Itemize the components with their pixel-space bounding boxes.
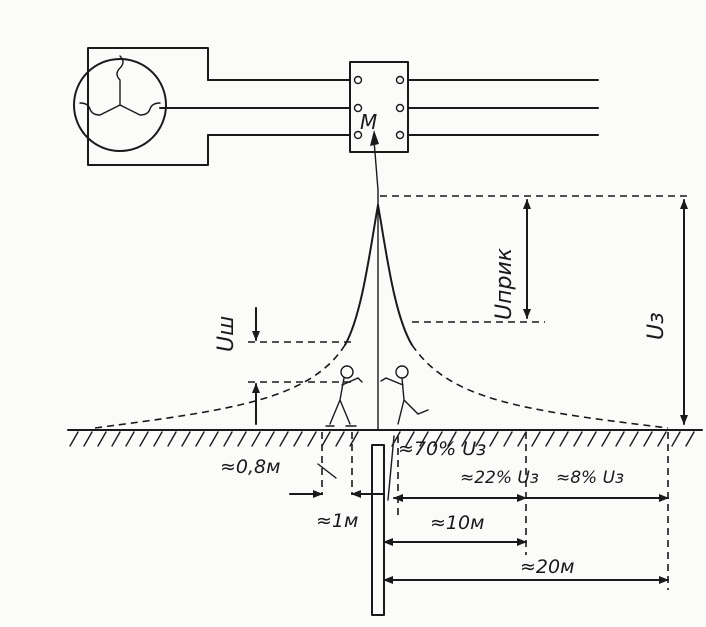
- ground-hatch-mark: [293, 431, 303, 447]
- ground-hatch-mark: [405, 431, 415, 447]
- ground-hatch: [69, 431, 695, 447]
- ground-hatch-mark: [349, 431, 359, 447]
- fault-arrow: [370, 130, 379, 146]
- ground-hatch-mark: [279, 431, 289, 447]
- ground-hatch-mark: [419, 431, 429, 447]
- share-1m-label: ≈70% Uз: [398, 438, 487, 460]
- ground-hatch-mark: [475, 431, 485, 447]
- ground-hatch-mark: [643, 431, 653, 447]
- ground-hatch-mark: [265, 431, 275, 447]
- step-distance-label: ≈0,8м: [220, 456, 281, 478]
- terminal-box: [349, 61, 409, 153]
- ground-hatch-mark: [489, 431, 499, 447]
- ground-hatch-mark: [657, 431, 667, 447]
- ground-hatch-mark: [153, 431, 163, 447]
- ground-hatch-mark: [321, 431, 331, 447]
- step-voltage-label: Uш: [214, 315, 239, 352]
- ground-hatch-mark: [517, 431, 527, 447]
- ground-hatch-mark: [447, 431, 457, 447]
- mid-distance-label: ≈10м: [430, 512, 485, 534]
- ground-hatch-mark: [629, 431, 639, 447]
- motor-housing: [73, 47, 209, 166]
- potential-curve-right: [411, 344, 669, 429]
- supply-lines: [159, 79, 599, 136]
- ground-hatch-mark: [167, 431, 177, 447]
- ground-hatch-mark: [503, 431, 513, 447]
- ground-hatch-mark: [573, 431, 583, 447]
- share-10m-label: ≈22% Uз: [460, 468, 539, 488]
- ground-hatch-mark: [195, 431, 205, 447]
- ground-hatch-mark: [531, 431, 541, 447]
- ground-hatch-mark: [545, 431, 555, 447]
- person-touch-icon: [380, 365, 429, 425]
- ground-hatch-mark: [125, 431, 135, 447]
- ground-hatch-mark: [587, 431, 597, 447]
- potential-curve-left: [94, 344, 346, 429]
- ground-hatch-mark: [111, 431, 121, 447]
- touch-voltage-label: Uприк: [492, 247, 517, 320]
- potential-curve-right-solid: [377, 204, 413, 346]
- ground-hatch-mark: [83, 431, 93, 447]
- ground-hatch-mark: [223, 431, 233, 447]
- ground-hatch-mark: [307, 431, 317, 447]
- ground-hatch-mark: [251, 431, 261, 447]
- ground-hatch-mark: [97, 431, 107, 447]
- ground-hatch-mark: [237, 431, 247, 447]
- ground-hatch-mark: [559, 431, 569, 447]
- ground-hatch-mark: [685, 431, 695, 447]
- potential-curve-left-solid: [344, 204, 379, 346]
- earth-electrode: [371, 444, 385, 616]
- ground-hatch-mark: [209, 431, 219, 447]
- ground-hatch-mark: [69, 431, 79, 447]
- fault-path: [373, 139, 379, 431]
- reference-lines: [248, 195, 690, 383]
- ground-hatch-mark: [601, 431, 611, 447]
- distance-markers: [289, 432, 669, 590]
- three-phase-motor-icon: [79, 55, 161, 116]
- person-step-icon: [325, 365, 363, 427]
- near-distance-label: ≈1м: [316, 510, 359, 532]
- terminal-box-label: M: [360, 110, 378, 134]
- far-distance-label: ≈20м: [520, 556, 575, 578]
- ground-hatch-mark: [461, 431, 471, 447]
- ground-hatch-mark: [335, 431, 345, 447]
- ground-hatch-mark: [671, 431, 681, 447]
- ground-hatch-mark: [139, 431, 149, 447]
- ground-hatch-mark: [615, 431, 625, 447]
- ground-hatch-mark: [433, 431, 443, 447]
- ground-hatch-mark: [181, 431, 191, 447]
- share-20m-label: ≈8% Uз: [556, 468, 625, 488]
- earth-voltage-label: Uз: [644, 312, 669, 340]
